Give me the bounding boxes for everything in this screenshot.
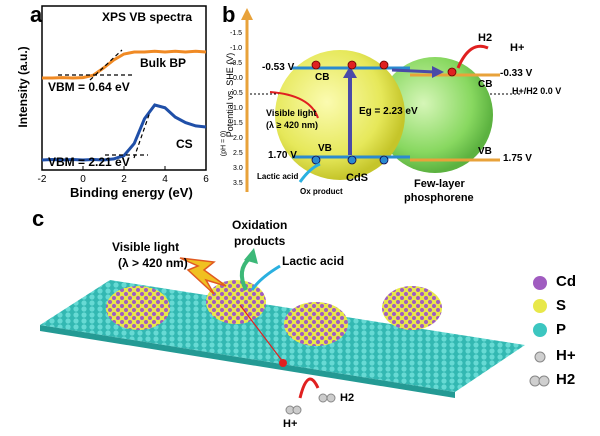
x-tick-label: 2 [121, 174, 127, 185]
p-name-1: Few-layer [414, 178, 465, 190]
chart-frame [41, 5, 207, 171]
svg-text:1.5: 1.5 [233, 120, 243, 127]
panel-b-letter: b [222, 2, 236, 27]
x-tick-label: -2 [38, 174, 47, 185]
svg-text:3.0: 3.0 [233, 165, 243, 172]
xps-xlabel: Binding energy (eV) [70, 185, 193, 200]
legend-cd: Cd [556, 273, 576, 290]
legend-p-marker [533, 323, 547, 337]
oxidation-1: Oxidation [232, 218, 288, 232]
svg-text:-1.0: -1.0 [230, 45, 242, 52]
axis-arrow [241, 8, 253, 20]
cds-sphere [275, 50, 405, 180]
cds-cluster [206, 280, 266, 324]
xps-title: XPS VB spectra [102, 10, 193, 24]
cds-cb-label: CB [315, 72, 330, 83]
light-c-1: Visible light [112, 240, 180, 254]
h2-b: H2 [478, 32, 493, 44]
series-bulk-bp [42, 49, 207, 80]
lactic-acid-b: Lactic acid [257, 172, 299, 181]
cs-slope [133, 111, 151, 159]
svg-text:0.0: 0.0 [233, 75, 243, 82]
svg-text:2.5: 2.5 [233, 150, 243, 157]
legend-p: P [556, 321, 567, 338]
legend-cd-marker [533, 276, 547, 290]
svg-text:-0.5: -0.5 [230, 60, 242, 67]
p-cb-value: -0.33 V [500, 68, 533, 79]
oxidation-2: products [234, 234, 286, 248]
cds-cluster [106, 286, 170, 330]
p-vb-value: 1.75 V [503, 153, 532, 164]
series-cs [41, 103, 207, 162]
x-tick-label: 4 [162, 174, 168, 185]
cs-label: CS [176, 137, 193, 151]
legend-s-marker [533, 299, 547, 313]
hplus-b: H+ [510, 42, 525, 54]
svg-text:0.5: 0.5 [233, 90, 243, 97]
light-line1: Visible light [266, 108, 317, 118]
hplus-c: H+ [283, 418, 298, 430]
legend-hplus: H+ [556, 347, 576, 364]
cds-cb-value: -0.53 V [262, 62, 295, 73]
cds-cluster [382, 286, 442, 330]
cds-vb-label: VB [318, 143, 332, 154]
p-name-2: phosphorene [404, 192, 474, 204]
legend-h2: H2 [556, 371, 576, 388]
bandgap-label: Eg = 2.23 eV [359, 106, 418, 117]
legend-hplus-marker [534, 351, 546, 363]
ox-product-b: Ox product [300, 187, 343, 196]
svg-text:2.0: 2.0 [233, 135, 243, 142]
lightning-icon [179, 257, 227, 295]
cds-cluster [284, 302, 348, 346]
light-c-2: (λ > 420 nm) [118, 256, 188, 270]
x-tick-label: 6 [203, 174, 209, 185]
legend-s: S [556, 297, 567, 314]
lactic-c: Lactic acid [282, 254, 345, 268]
vbm-bottom-label: VBM = 2.21 eV [48, 155, 130, 169]
panel-c-letter: c [32, 206, 45, 231]
vbm-top-label: VBM = 0.64 eV [48, 80, 130, 94]
svg-text:3.5: 3.5 [233, 180, 243, 187]
x-tick-label: 0 [80, 174, 86, 185]
panel-a-letter: a [30, 2, 43, 27]
bulk-bp-label: Bulk BP [140, 56, 187, 70]
p-cb-label: CB [478, 79, 493, 90]
redox-label: H+/H2 0.0 V [512, 86, 562, 96]
svg-text:1.0: 1.0 [233, 105, 243, 112]
cds-name: CdS [346, 172, 368, 184]
light-line2: (λ ≥ 420 nm) [266, 120, 318, 130]
phosphorene-sphere [377, 57, 493, 173]
bulk-slope [89, 49, 123, 81]
cds-vb-value: 1.70 V [268, 150, 297, 161]
p-vb-label: VB [478, 146, 492, 157]
svg-text:-1.5: -1.5 [230, 30, 242, 37]
h2-c: H2 [340, 392, 355, 404]
